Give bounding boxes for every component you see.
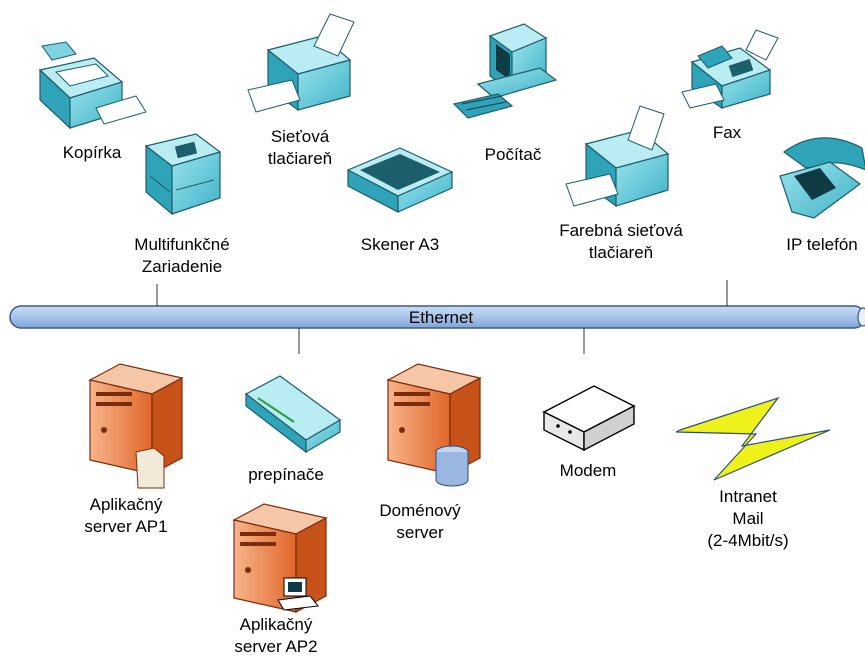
ethernet-label: Ethernet — [408, 308, 474, 327]
label-farebna-tlaciaren: Farebná sieťová tlačiareň — [559, 221, 683, 262]
intranet-lightning-icon — [675, 396, 831, 481]
label-ip-telefon: IP telefón — [786, 235, 858, 254]
label-prepinace: prepínače — [248, 465, 324, 484]
label-ap1: Aplikačný server AP1 — [84, 495, 168, 536]
label-ap2: Aplikačný server AP2 — [234, 615, 318, 656]
label-kopirka: Kopírka — [62, 143, 122, 162]
label-skener: Skener A3 — [360, 235, 440, 254]
label-fax: Fax — [712, 123, 742, 142]
label-pocitac: Počítač — [484, 145, 542, 164]
label-multifunkcne: Multifunkčné Zariadenie — [134, 235, 230, 276]
scanner-icon — [346, 147, 454, 213]
application-server-ap1-icon — [88, 363, 184, 489]
switch-icon — [244, 375, 342, 454]
network-printer-icon — [247, 13, 355, 113]
bus-connectors — [156, 280, 728, 354]
domain-server-icon — [386, 363, 482, 487]
ip-phone-icon — [779, 137, 865, 219]
label-sietova-tlaciaren: Sieťová tlačiareň — [267, 127, 333, 168]
label-modem: Modem — [559, 461, 617, 480]
label-domenovy: Doménový server — [379, 501, 461, 542]
modem-icon — [542, 385, 636, 452]
multifunction-device-icon — [144, 133, 222, 216]
computer-icon — [452, 23, 558, 119]
application-server-ap2-icon — [232, 503, 328, 613]
copier-icon — [38, 41, 147, 130]
color-network-printer-icon — [565, 105, 670, 208]
ethernet-bus — [9, 305, 865, 329]
label-intranet: Intranet Mail (2-4Mbit/s) — [707, 487, 789, 550]
fax-icon — [681, 29, 779, 110]
